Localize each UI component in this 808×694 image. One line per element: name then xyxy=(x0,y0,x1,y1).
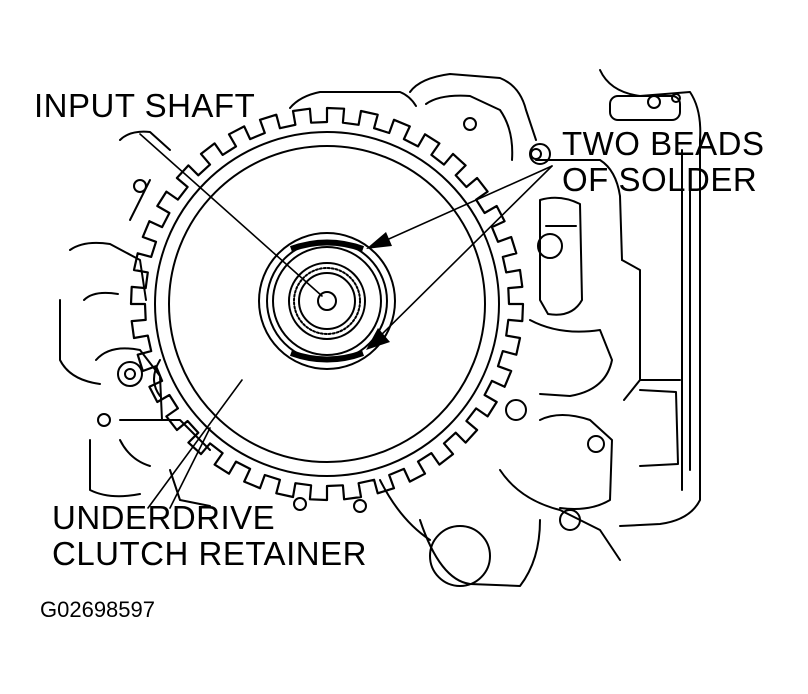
two-beads-line-2: OF SOLDER xyxy=(562,161,758,198)
two-beads-of-solder-label: TWO BEADS OF SOLDER xyxy=(562,126,765,198)
underdrive-clutch-retainer xyxy=(129,106,525,502)
retainer-spline-teeth xyxy=(129,106,525,502)
leader-lines xyxy=(139,133,553,509)
underdrive-clutch-retainer-label: UNDERDRIVE CLUTCH RETAINER xyxy=(52,500,367,572)
input-shaft-hub xyxy=(258,232,396,370)
case-bolt-holes xyxy=(97,93,681,531)
figure-code: G02698597 xyxy=(40,597,155,622)
arrowheads xyxy=(366,232,392,350)
solder-beads xyxy=(289,239,365,363)
two-beads-line-1: TWO BEADS xyxy=(562,125,765,162)
input-shaft-label: INPUT SHAFT xyxy=(34,87,256,124)
underdrive-line-1: UNDERDRIVE xyxy=(52,499,276,536)
transmission-case xyxy=(59,69,702,587)
underdrive-line-2: CLUTCH RETAINER xyxy=(52,535,367,572)
